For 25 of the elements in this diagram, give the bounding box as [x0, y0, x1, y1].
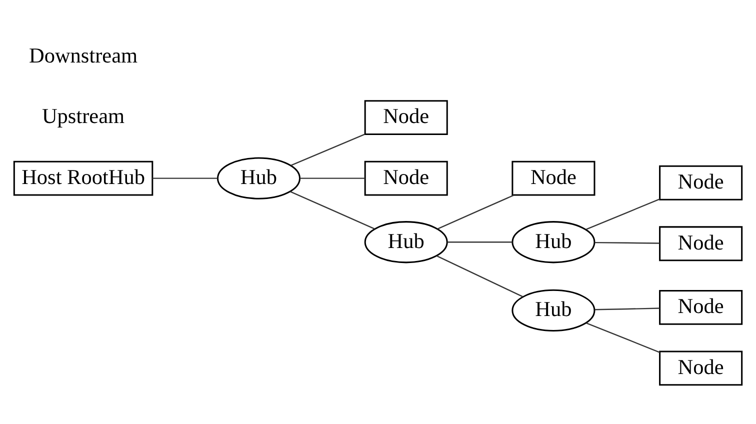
node-box: Node: [659, 226, 743, 261]
connector: [586, 198, 660, 230]
node-ellipse: Hub: [216, 156, 301, 199]
connector: [437, 194, 514, 229]
node-box: Node: [659, 164, 743, 200]
connector: [586, 322, 660, 352]
node-ellipse: Hub: [512, 220, 596, 263]
connector: [152, 177, 218, 178]
connector: [290, 133, 365, 166]
node-box: Node: [659, 350, 743, 386]
node-box: Host RootHub: [13, 160, 154, 196]
connector: [594, 241, 660, 244]
connector: [300, 177, 365, 178]
node-box: Node: [659, 289, 743, 324]
connector: [436, 254, 524, 297]
connector: [290, 190, 375, 229]
node-box: Node: [512, 160, 596, 196]
connector: [594, 307, 660, 310]
node-box: Node: [364, 100, 448, 135]
node-ellipse: Hub: [512, 288, 596, 332]
node-ellipse: Hub: [364, 220, 448, 263]
label: Downstream: [28, 42, 138, 67]
label: Upstream: [42, 104, 125, 128]
node-box: Node: [364, 160, 448, 196]
connector: [447, 241, 512, 242]
